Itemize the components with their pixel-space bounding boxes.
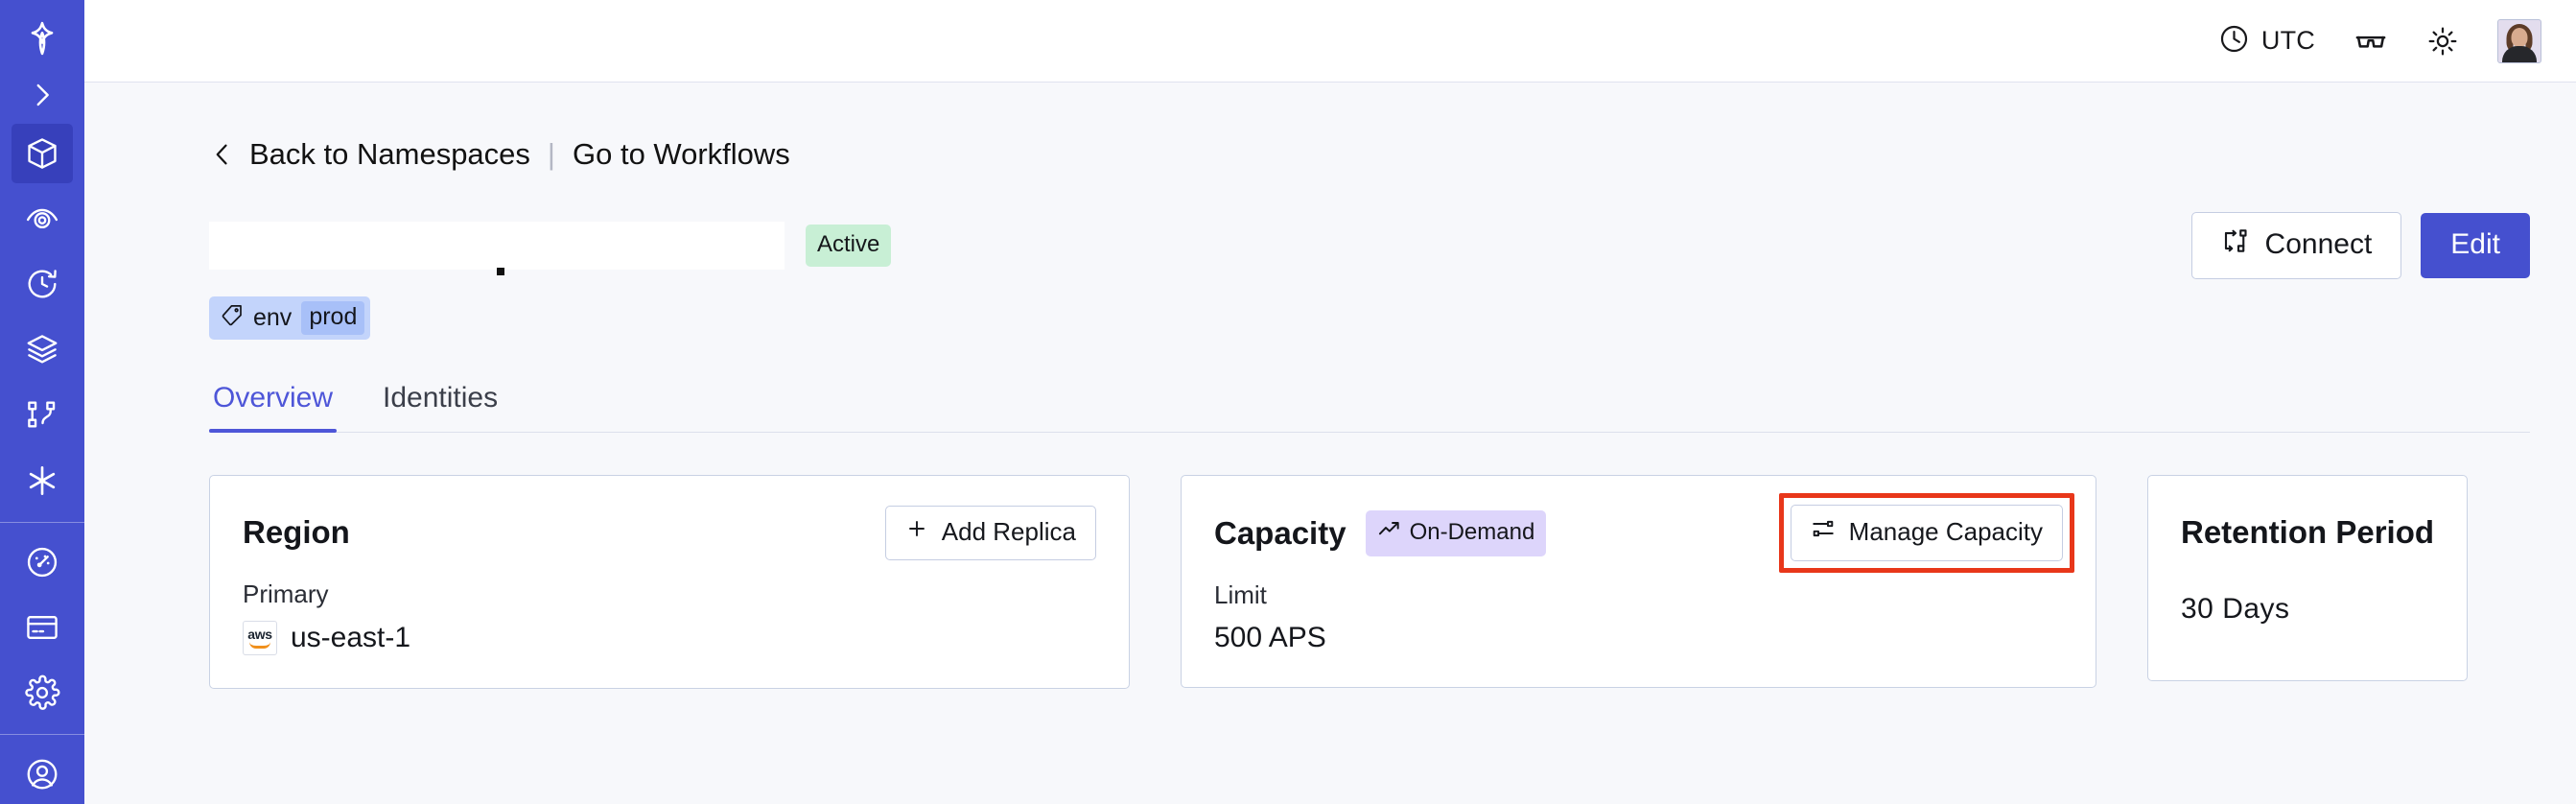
retention-card-title: Retention Period — [2181, 514, 2435, 550]
overview-cards: Region Add Replica — [209, 475, 2530, 689]
chevron-right-icon[interactable] — [12, 71, 73, 118]
sidebar-item-nexus[interactable] — [12, 450, 73, 509]
tab-bar: Overview Identities — [209, 382, 2530, 433]
capacity-limit-value: 500 APS — [1214, 622, 1326, 653]
connect-button-label: Connect — [2264, 228, 2373, 260]
tab-overview[interactable]: Overview — [209, 382, 338, 433]
main-column: UTC — [84, 0, 2576, 804]
cube-icon — [24, 135, 60, 172]
sidebar-divider-top — [0, 521, 84, 523]
chevron-left-icon[interactable] — [209, 138, 236, 171]
glasses-icon[interactable] — [2354, 24, 2388, 59]
gear-icon — [24, 674, 60, 711]
capacity-limit-label: Limit — [1214, 580, 1267, 609]
clock-icon — [2218, 23, 2250, 59]
tag-icon — [221, 303, 244, 333]
temporal-logo-icon[interactable] — [12, 12, 73, 65]
sidebar-item-settings[interactable] — [12, 663, 73, 722]
connect-flow-icon — [2221, 226, 2250, 263]
manage-capacity-button[interactable]: Manage Capacity — [1790, 505, 2063, 561]
top-bar: UTC — [84, 0, 2576, 83]
tag-chip[interactable]: env prod — [209, 296, 371, 340]
timezone-selector[interactable]: UTC — [2218, 23, 2315, 59]
manage-capacity-highlight: Manage Capacity — [1778, 493, 2075, 573]
region-card-actions: Add Replica — [884, 505, 1096, 560]
breadcrumb-separator: | — [547, 137, 555, 171]
namespace-name — [209, 222, 785, 275]
trending-up-icon — [1377, 517, 1401, 548]
edit-button[interactable]: Edit — [2421, 213, 2530, 278]
aws-smile — [249, 642, 270, 649]
plus-icon — [905, 517, 928, 547]
on-demand-badge-label: On-Demand — [1409, 518, 1535, 545]
eye-spiral-icon — [24, 201, 60, 237]
back-to-namespaces-link[interactable]: Back to Namespaces — [249, 137, 530, 171]
retention-value: 30 Days — [2181, 593, 2290, 625]
breadcrumb: Back to Namespaces | Go to Workflows — [209, 83, 2530, 172]
sidebar-item-workflows[interactable] — [12, 385, 73, 444]
git-branch-icon — [24, 396, 60, 433]
region-card-title: Region — [243, 514, 350, 550]
region-value-row: aws us-east-1 — [243, 621, 1096, 655]
add-replica-label: Add Replica — [941, 516, 1076, 546]
sidebar-item-observability[interactable] — [12, 189, 73, 248]
sliders-icon — [1811, 516, 1836, 548]
region-card-header: Region Add Replica — [243, 505, 1096, 560]
aws-logo-icon: aws — [243, 621, 277, 655]
top-bar-actions: UTC — [2218, 18, 2541, 63]
capacity-card: Capacity On-Demand — [1181, 475, 2096, 688]
namespace-actions: Connect Edit — [2190, 212, 2530, 279]
sidebar-item-usage[interactable] — [12, 532, 73, 592]
content-inner: Back to Namespaces | Go to Workflows Act… — [84, 83, 2576, 689]
capacity-card-actions: Manage Capacity — [1778, 493, 2075, 573]
aws-wordmark: aws — [247, 627, 272, 642]
user-circle-icon — [24, 756, 60, 792]
go-to-workflows-link[interactable]: Go to Workflows — [572, 137, 790, 171]
sidebar-divider-bottom — [0, 733, 84, 735]
sidebar-item-namespaces[interactable] — [12, 123, 73, 183]
avatar[interactable] — [2497, 18, 2541, 63]
layers-icon — [24, 331, 60, 367]
primary-sidebar — [0, 0, 84, 804]
namespace-title-row: Active — [209, 212, 2530, 279]
timezone-label: UTC — [2260, 26, 2315, 55]
region-card: Region Add Replica — [209, 475, 1130, 689]
on-demand-badge: On-Demand — [1365, 509, 1547, 556]
sidebar-item-account[interactable] — [12, 745, 73, 804]
tag-key: env — [253, 304, 293, 331]
sidebar-item-stack[interactable] — [12, 319, 73, 379]
tag-value: prod — [301, 301, 365, 335]
sidebar-item-billing[interactable] — [12, 598, 73, 657]
tab-identities[interactable]: Identities — [383, 382, 499, 414]
manage-capacity-label: Manage Capacity — [1848, 517, 2043, 546]
sidebar-item-schedules[interactable] — [12, 254, 73, 314]
region-primary-label: Primary — [243, 579, 329, 608]
region-value: us-east-1 — [291, 622, 411, 653]
capacity-card-title: Capacity — [1214, 514, 1347, 551]
sun-icon[interactable] — [2426, 25, 2459, 58]
add-replica-button[interactable]: Add Replica — [884, 505, 1096, 560]
connect-button[interactable]: Connect — [2190, 212, 2402, 279]
retention-card: Retention Period 30 Days — [2147, 475, 2469, 681]
asterisk-icon — [23, 461, 61, 500]
namespace-tags: env prod — [209, 296, 2530, 340]
content-area: Back to Namespaces | Go to Workflows Act… — [84, 83, 2576, 804]
capacity-card-header: Capacity On-Demand — [1214, 493, 2075, 573]
avatar-body — [2502, 45, 2537, 62]
retention-card-header: Retention Period — [2181, 505, 2434, 560]
status-badge: Active — [806, 225, 892, 267]
clock-rewind-icon — [24, 266, 60, 302]
gauge-icon — [24, 544, 60, 580]
avatar-face — [2511, 27, 2528, 47]
credit-card-icon — [24, 609, 60, 646]
